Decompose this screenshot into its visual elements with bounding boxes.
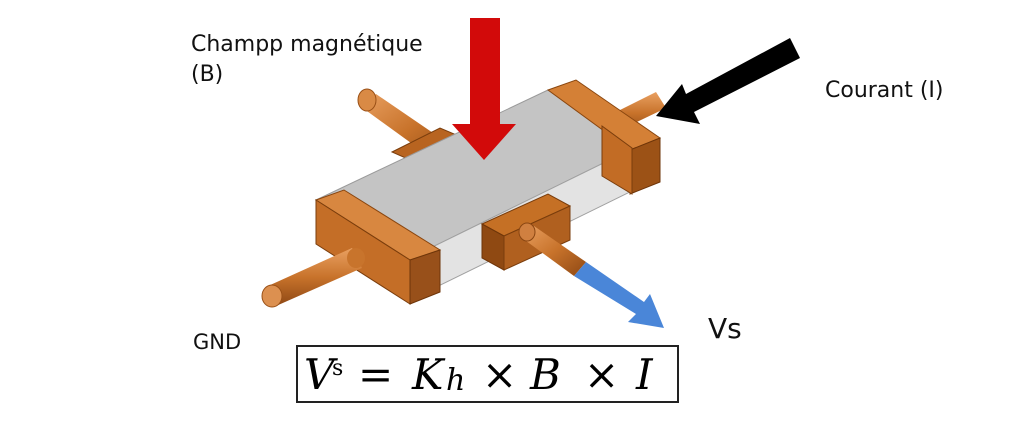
magnetic-field-symbol: (B) (191, 62, 224, 87)
formula-subscript-s: s (332, 356, 344, 381)
magnetic-field-arrow (452, 18, 516, 160)
formula-times-2: × (584, 350, 620, 399)
magnetic-field-label: Champp magnétique (B) (191, 30, 423, 90)
formula-equals: = (358, 350, 394, 399)
formula-times-1: × (482, 350, 518, 399)
output-rod (518, 222, 586, 276)
formula-b: B (530, 350, 561, 399)
current-label: Courant (I) (825, 78, 944, 103)
magnetic-field-title: Champp magnétique (191, 32, 423, 57)
output-voltage-arrow (574, 262, 664, 328)
ground-rod (261, 248, 365, 308)
output-voltage-label: Vs (708, 312, 742, 345)
formula-v: V (304, 350, 335, 399)
formula-k: K (412, 350, 444, 399)
current-arrow (656, 38, 800, 124)
ground-label: GND (193, 330, 242, 354)
formula-subscript-h: h (446, 363, 466, 398)
hall-voltage-formula: V s = K h × B × I (296, 345, 679, 403)
formula-i: I (636, 350, 653, 399)
right-electrode (546, 79, 662, 195)
